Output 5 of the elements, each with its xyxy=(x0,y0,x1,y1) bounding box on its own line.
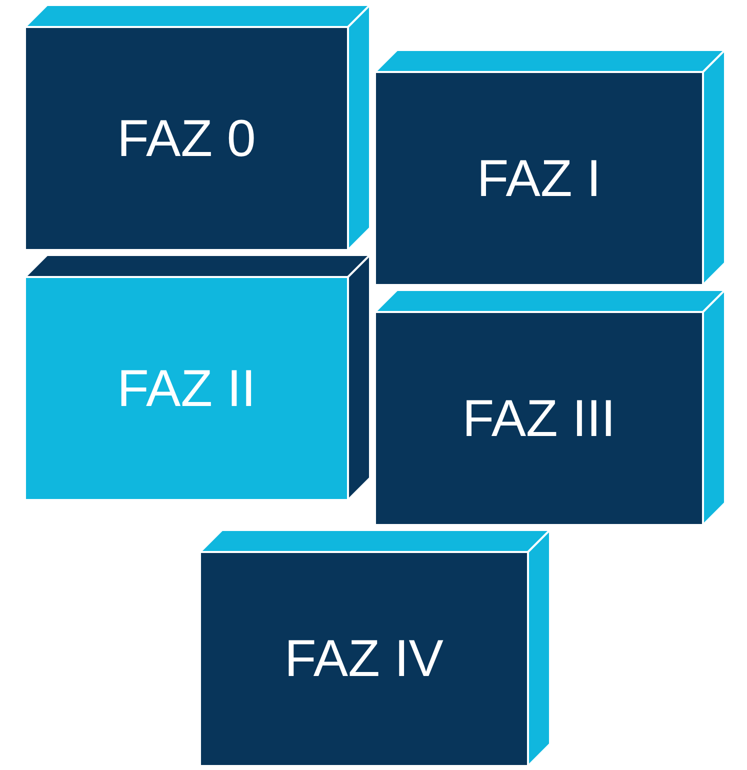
phase-label: FAZ III xyxy=(462,388,616,448)
phase-label: FAZ 0 xyxy=(117,108,256,168)
phase-label: FAZ II xyxy=(117,358,256,418)
phase-label: FAZ IV xyxy=(284,629,444,689)
phase-label: FAZ I xyxy=(476,148,602,208)
